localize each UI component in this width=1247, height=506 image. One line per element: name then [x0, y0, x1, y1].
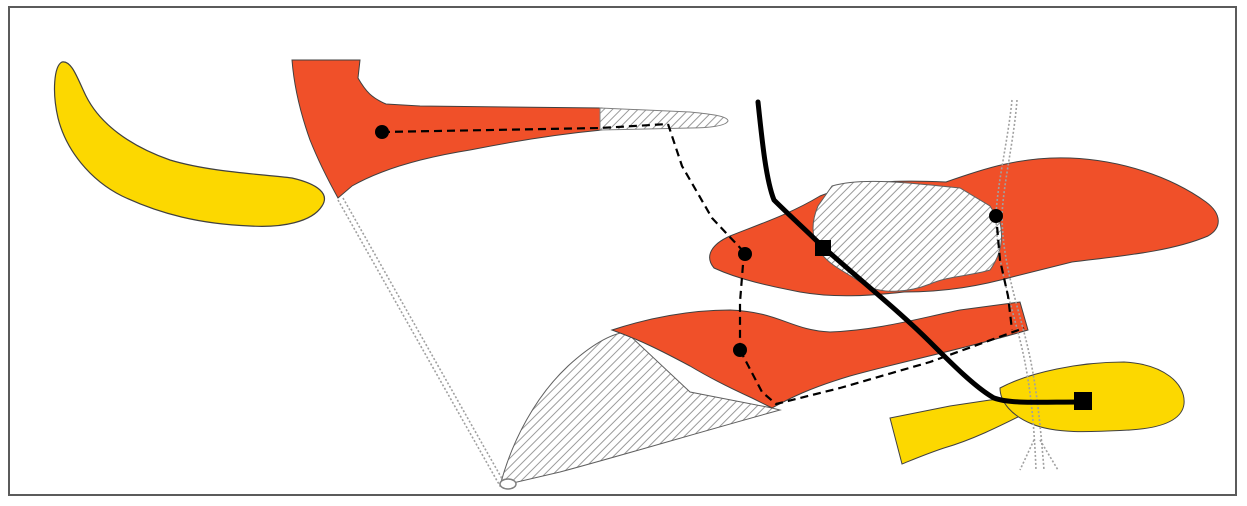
dotted-line-left-diagonal: [338, 200, 500, 486]
yellow-strip-bottom-right: [890, 398, 1024, 464]
dotted-line-left-diagonal-2: [343, 198, 505, 484]
square-marker-bottom-right: [1074, 392, 1092, 410]
circle-marker-top: [375, 125, 389, 139]
circle-marker-lens-right: [989, 209, 1003, 223]
circle-marker-lens-left: [738, 247, 752, 261]
hollow-circle-marker: [500, 479, 516, 489]
square-marker-lens: [815, 240, 831, 256]
circle-marker-wedge: [733, 343, 747, 357]
dotted-line-right-fork: [1020, 440, 1058, 470]
dashed-line-top-to-lens: [668, 124, 744, 252]
yellow-blob-top-left: [55, 62, 325, 227]
